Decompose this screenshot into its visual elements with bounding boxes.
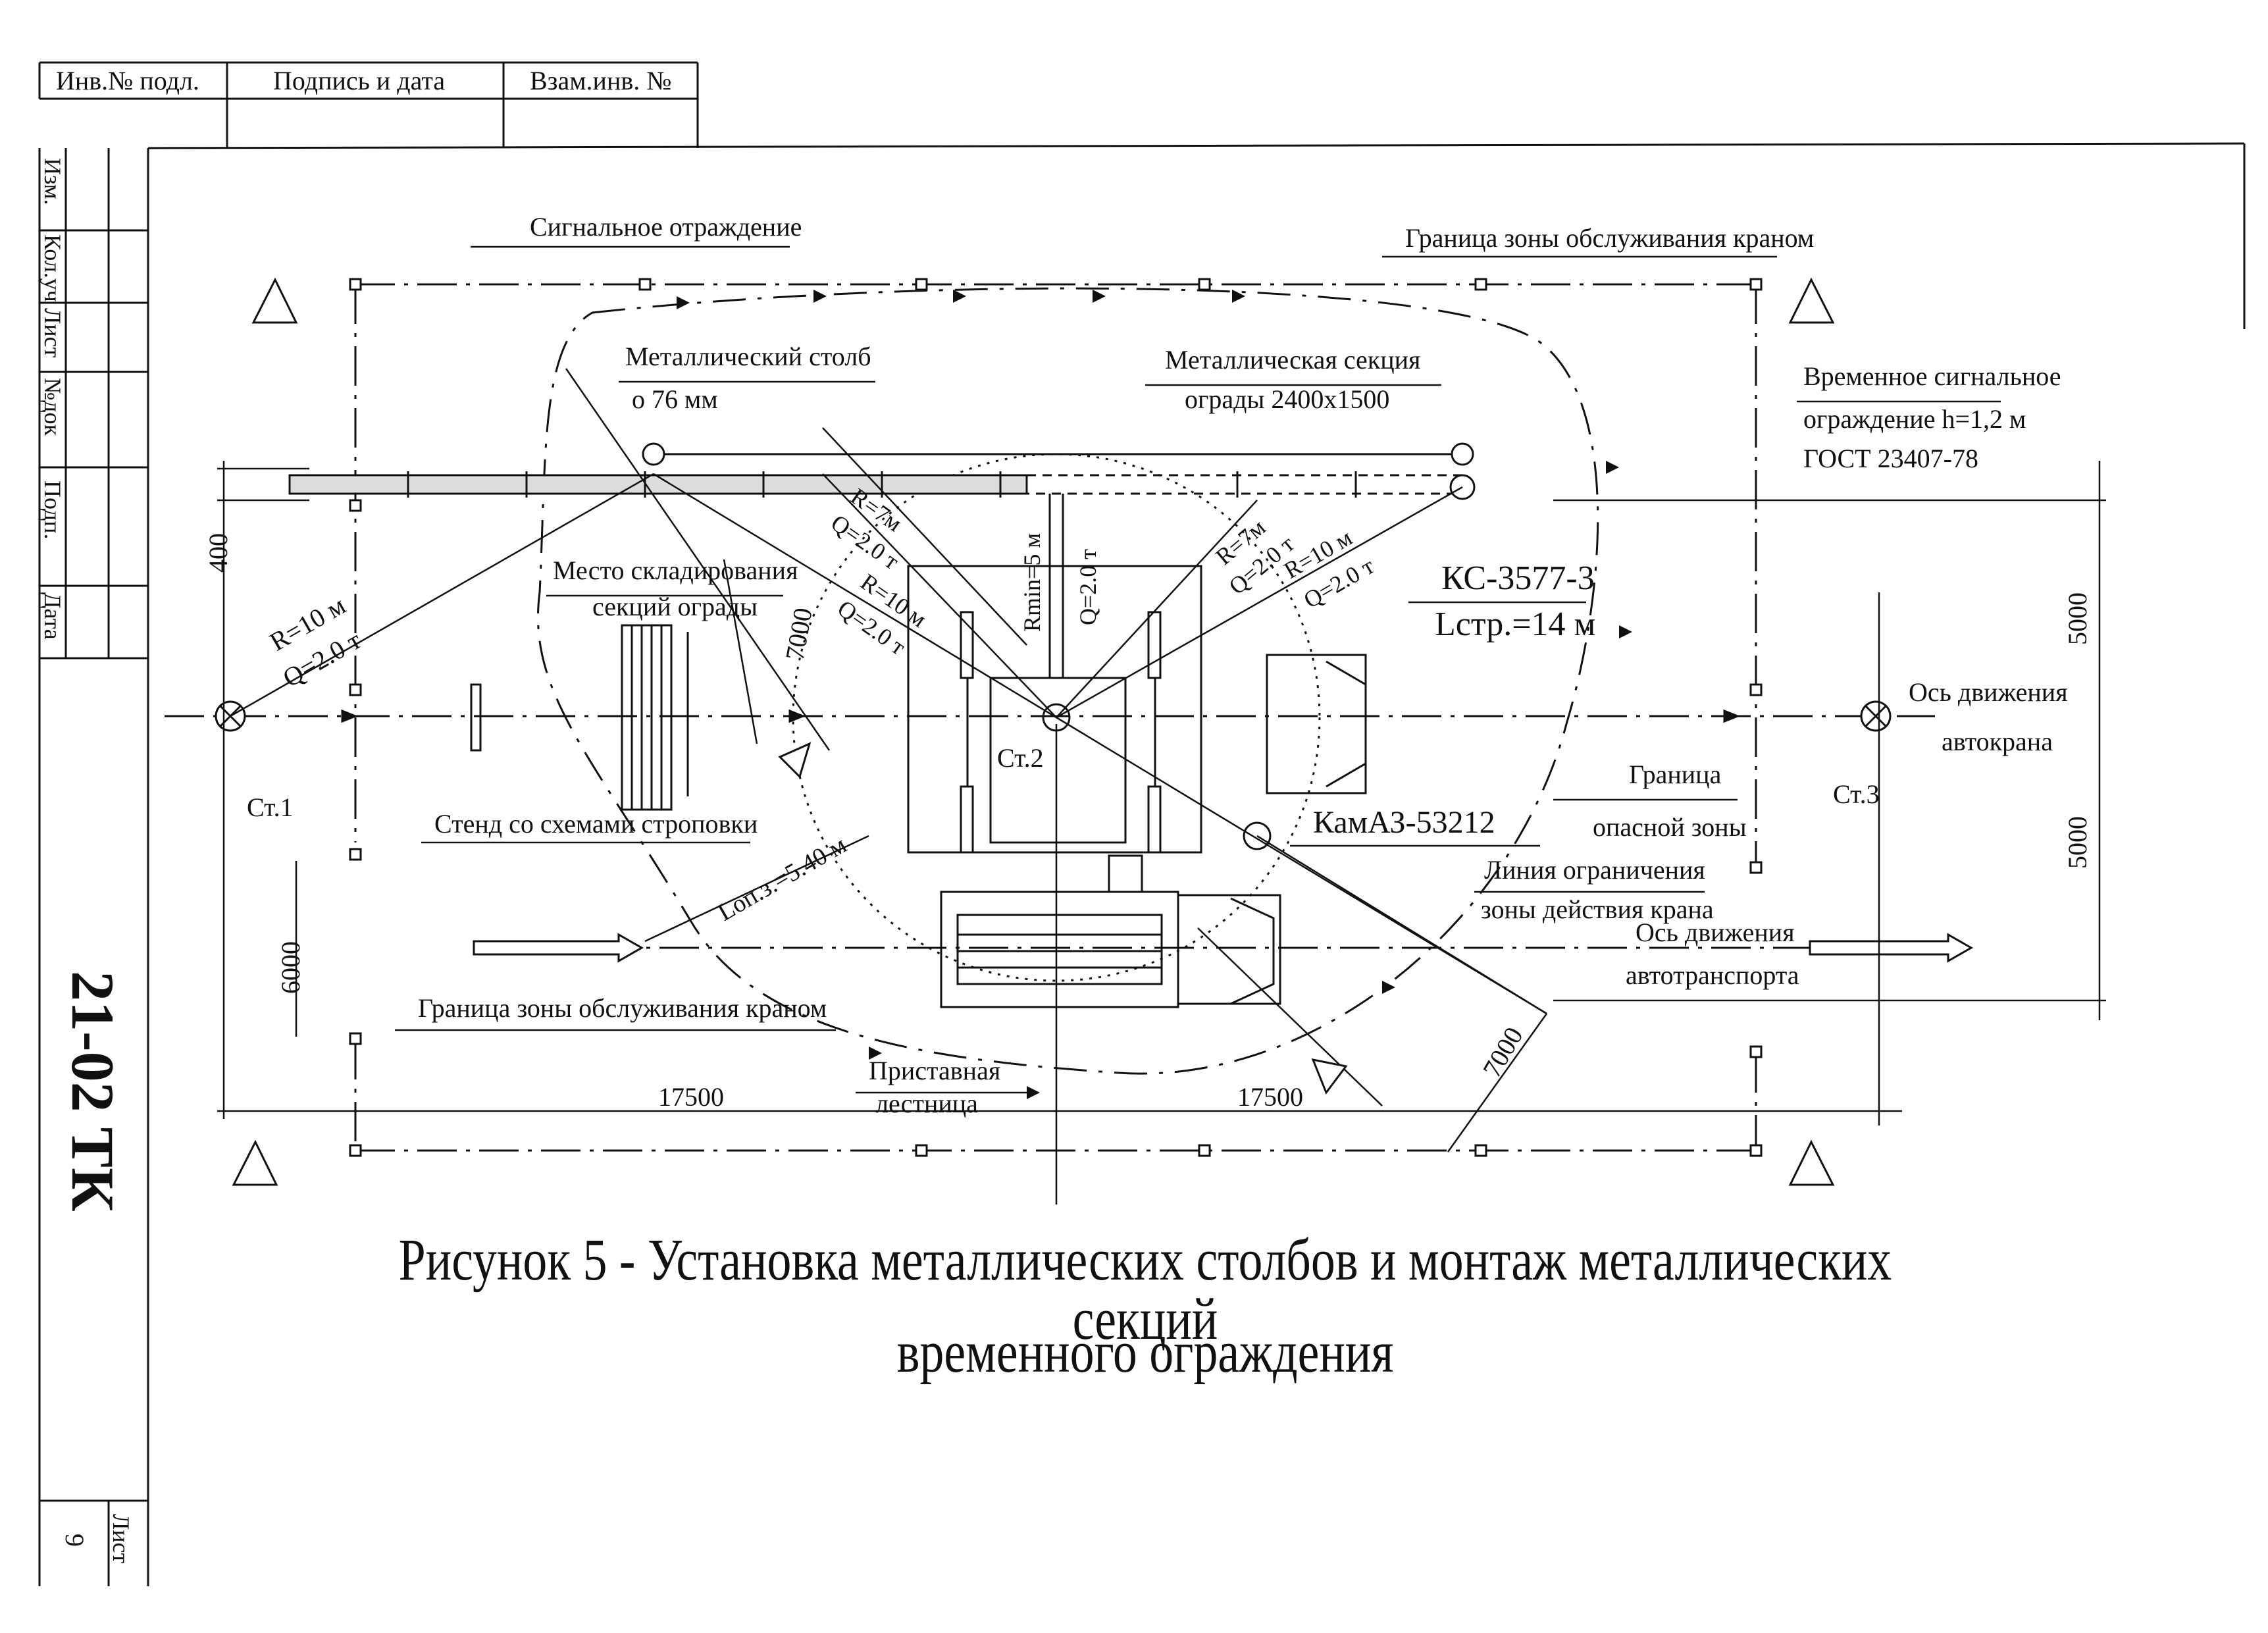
fence-flags [677, 290, 1632, 1099]
dim-7000-a: 7000 [780, 606, 818, 663]
rev-col-sign: Подп. [39, 480, 66, 540]
traffic-movement-axis [473, 933, 1974, 963]
rev-col-list: Лист [39, 308, 66, 358]
rev-col-izm: Изм. [39, 158, 66, 205]
dim-5000-a: 5000 [2063, 592, 2092, 645]
metal-posts [642, 442, 1476, 500]
dim-17500-b: 17500 [1237, 1082, 1303, 1112]
label-danger-1: Граница [1629, 760, 1722, 789]
label-traffic-axis-1: Ось движения [1636, 918, 1795, 947]
rev-col-date: Дата [39, 592, 66, 640]
label-q-rmin: Q=2.0 т [1075, 549, 1101, 625]
label-storage-2: секций ограды [592, 592, 758, 621]
inv-no-label: Инв.№ подл. [56, 66, 199, 95]
doc-code: 21-02 ТК [59, 971, 126, 1212]
label-lop: Lоп.з.=5.40 м [713, 831, 852, 926]
replaced-inv-label: Взам.инв. № [530, 66, 671, 95]
crane-service-zone-boundary [536, 287, 1599, 1075]
label-metal-section-2: ограды 2400х1500 [1185, 384, 1389, 414]
label-crane-axis-2: автокрана [1942, 727, 2053, 756]
label-traffic-axis-2: автотранспорта [1626, 960, 1799, 990]
fence-storage-stack [621, 624, 689, 811]
danger-zone-circle-outer [792, 453, 1321, 982]
label-crane-model: КС-3577-3 [1441, 559, 1595, 597]
label-danger-2: опасной зоны [1593, 812, 1747, 842]
label-metal-section-1: Металлическая секция [1165, 345, 1420, 375]
label-stand: Стенд со схемами строповки [434, 809, 758, 839]
label-limit-1: Линия ограничения [1484, 855, 1705, 885]
label-st1: Ст.1 [247, 792, 294, 822]
crane-hazard-signs [232, 277, 1835, 1186]
label-boom-length: Lстр.=14 м [1435, 606, 1595, 643]
dimension-lines [217, 461, 2106, 1205]
rev-col-kolvo: Кол.уч [39, 234, 66, 302]
label-temp-fence-1: Временное сигнальное [1803, 361, 2061, 391]
dim-17500-a: 17500 [658, 1082, 724, 1112]
label-temp-fence-2: ограждение h=1,2 м [1803, 404, 2026, 434]
site-plan [165, 277, 2106, 1205]
figure-caption-line-2: временного ограждения [896, 1320, 1394, 1385]
label-metal-post: Металлический столб [625, 342, 871, 371]
label-crane-zone-top: Граница зоны обслуживания краном [1405, 223, 1814, 253]
dim-6000: 6000 [276, 941, 305, 994]
label-ladder-2: лестница [875, 1089, 978, 1118]
label-post-diameter: о 76 мм [632, 384, 718, 414]
truck-kamaz-53212 [940, 821, 1281, 1008]
rev-col-doc: №док [39, 378, 66, 436]
drawing-frame [38, 61, 2246, 1586]
dimension-values: 400 7000 6000 5000 5000 7000 17500 17500 [203, 533, 2092, 1112]
boom-radius-lines [230, 368, 1547, 1015]
figure-caption-line-1: Рисунок 5 - Установка металлических стол… [398, 1228, 1892, 1352]
label-limit-2: зоны действия крана [1481, 894, 1714, 924]
label-st2: Ст.2 [997, 743, 1044, 773]
zone-limit-line [644, 742, 1547, 1106]
dim-5000-b: 5000 [2063, 816, 2092, 869]
label-ladder-1: Приставная [869, 1056, 1000, 1085]
label-crane-zone-bottom: Граница зоны обслуживания краном [418, 993, 827, 1023]
crane-ks-3577-3 [907, 494, 1367, 854]
label-st3: Ст.3 [1833, 779, 1880, 809]
label-storage-1: Место складирования [553, 556, 798, 585]
plan-labels: Сигнальное отраждение Граница зоны обслу… [247, 212, 2068, 1118]
label-rmin: Rmin=5 м [1019, 533, 1045, 632]
slinging-scheme-stand [470, 683, 482, 752]
sheet-number: 9 [60, 1534, 90, 1547]
signature-date-label: Подпись и дата [273, 66, 445, 95]
title-block: Инв.№ подл. Подпись и дата Взам.инв. № И… [39, 66, 671, 1564]
label-temp-fence-3: ГОСТ 23407-78 [1803, 444, 1978, 473]
metal-fence-sections [288, 453, 1462, 498]
label-signal-fence: Сигнальное отраждение [530, 212, 802, 242]
dim-7000-b: 7000 [1477, 1022, 1529, 1083]
label-truck-model: КамАЗ-53212 [1313, 805, 1495, 840]
label-crane-axis-1: Ось движения [1909, 677, 2068, 707]
sheet-label: Лист [108, 1514, 134, 1564]
dim-400: 400 [203, 533, 233, 573]
